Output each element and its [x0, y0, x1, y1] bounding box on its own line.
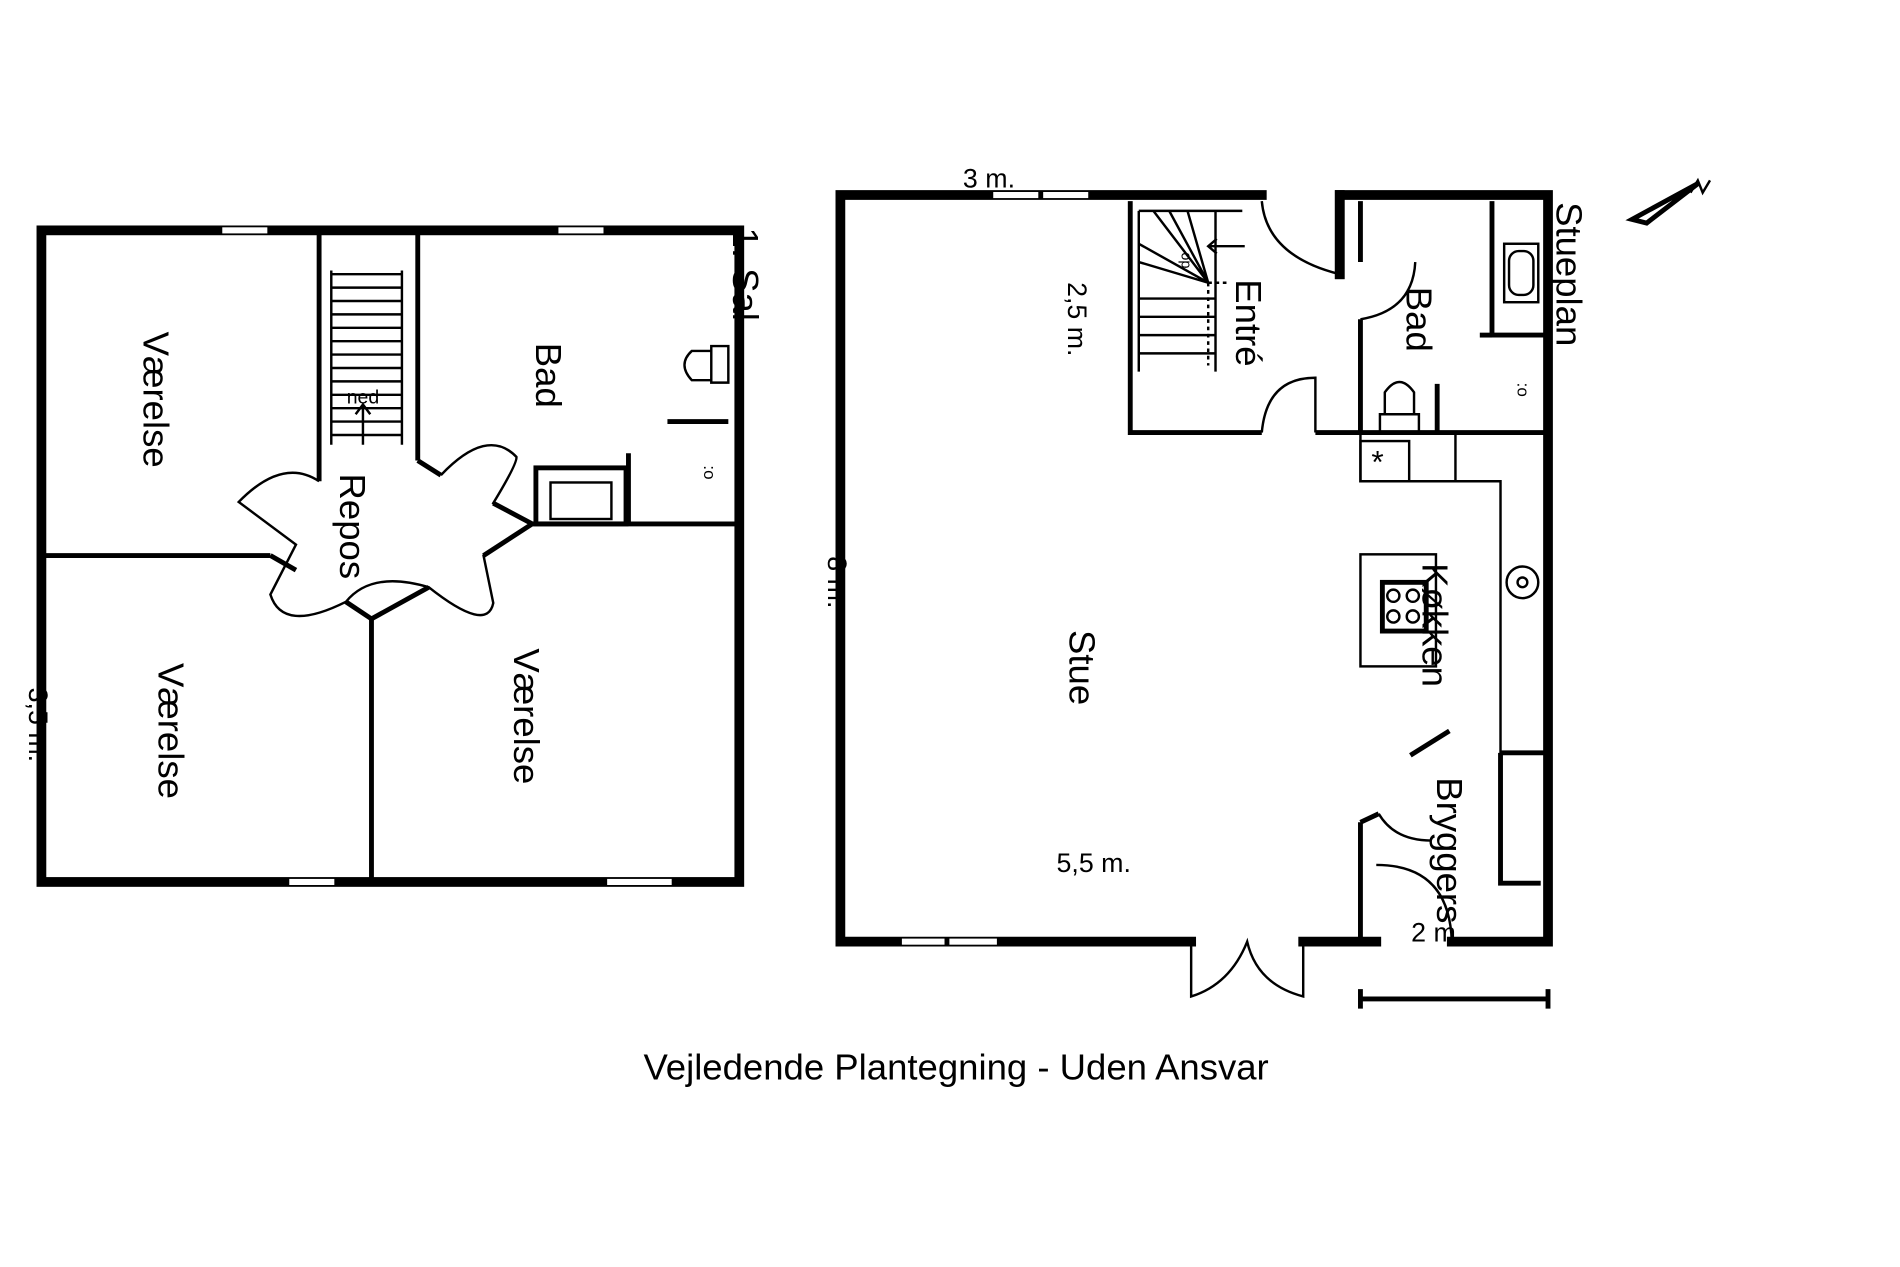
room-label-bad-ground: Bad: [1399, 287, 1440, 352]
room-label-vaerelse-1: Værelse: [136, 332, 177, 468]
stair-arrow-icon-ground: [1206, 237, 1245, 255]
dimension-stue: 5,5 m.: [1057, 848, 1131, 878]
room-label-stue: Stue: [1061, 630, 1102, 705]
room-label-vaerelse-2: Værelse: [150, 663, 191, 799]
stove-icon: [1379, 579, 1429, 634]
ground-stairs: op: [1137, 209, 1245, 372]
stair-label-ned: ned: [347, 386, 379, 408]
floor-title-upper: 1. Sal: [725, 228, 766, 321]
washer-icon: [1359, 439, 1411, 483]
drain-icon: :o: [700, 465, 719, 479]
scale-bar: [1358, 989, 1551, 1009]
toilet-icon: [683, 344, 730, 384]
svg-text:*: *: [1371, 444, 1383, 480]
upper-windows: [221, 226, 673, 887]
dimension-side: 8 m.: [822, 556, 852, 608]
dimension-bryggers: 2 m.: [1411, 918, 1463, 948]
stair-arrow-icon: [354, 402, 372, 445]
drain-icon-ground: :o: [1514, 383, 1533, 397]
toilet-icon-ground: [1378, 380, 1421, 434]
compass-icon: [1625, 177, 1712, 226]
room-label-bad-upper: Bad: [528, 343, 569, 408]
room-label-vaerelse-3: Værelse: [506, 648, 547, 784]
room-label-kokken: Køkken: [1415, 563, 1456, 687]
ground-floor-plan: op :o * Stue Entré Bad Køkken Bryggers S…: [822, 164, 1712, 1009]
kitchen-island: [1359, 553, 1438, 668]
dimension-entre: 2,5 m.: [1062, 282, 1092, 356]
sink-icon: [1505, 565, 1540, 600]
ground-doors: [1189, 201, 1454, 999]
ground-windows: [900, 190, 1090, 946]
upper-stairs: [330, 270, 404, 445]
ground-fixtures: :o *: [1358, 242, 1551, 1009]
room-label-bryggers: Bryggers: [1429, 777, 1470, 923]
landing-door-swings: [236, 443, 535, 618]
bathtub-icon-ground: [1502, 242, 1540, 304]
room-label-entre: Entré: [1228, 279, 1269, 366]
svg-text:op: op: [1177, 252, 1193, 268]
ground-interior-walls: [1127, 201, 1549, 942]
footer-caption: Vejledende Plantegning - Uden Ansvar: [643, 1046, 1268, 1087]
floor-title-ground: Stueplan: [1549, 202, 1590, 346]
upper-floor-plan: :o Værelse Værelse Værelse Bad Repos ned…: [23, 225, 766, 887]
room-label-repos: Repos: [332, 474, 373, 580]
dimension-top: 3 m.: [963, 164, 1015, 194]
dimension-upper-side: 3,5 m.: [23, 688, 53, 762]
upper-bath-fixtures: :o: [533, 344, 730, 527]
